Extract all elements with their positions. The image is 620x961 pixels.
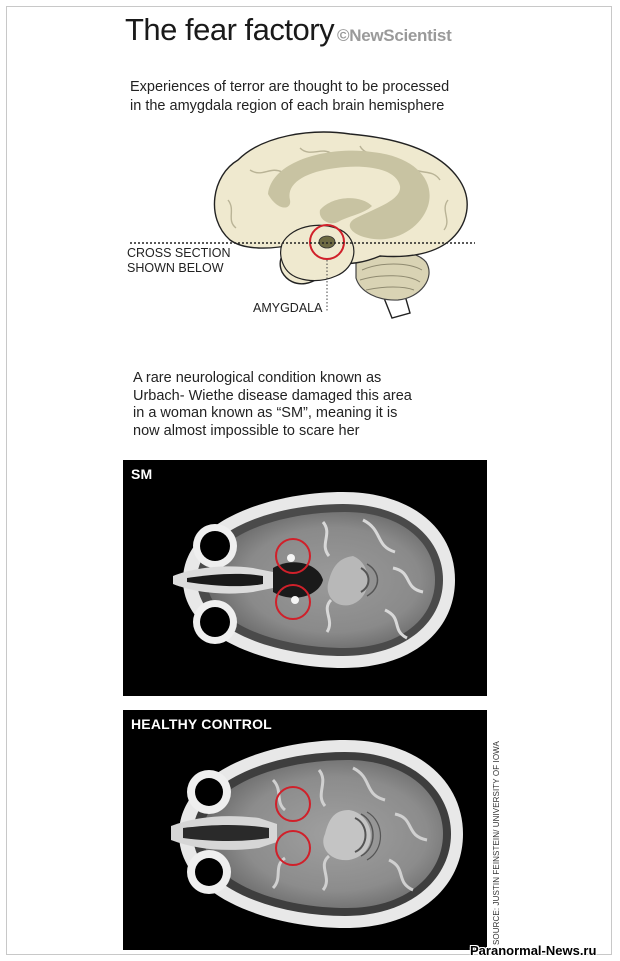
sm-scan-image	[173, 492, 455, 668]
graphic-frame	[6, 6, 612, 955]
source-credit: SOURCE: JUSTIN FEINSTEIN/ UNIVERSITY OF …	[492, 741, 501, 945]
temporal-lobe	[280, 224, 355, 282]
brain-diagram	[130, 131, 475, 319]
sm-left-amygdala-circle	[275, 538, 311, 574]
intro-text: Experiences of terror are thought to be …	[130, 79, 450, 114]
amygdala-highlight-circle	[309, 224, 345, 260]
sm-scan-label: SM	[131, 466, 153, 482]
site-watermark: Paranormal-News.ru	[470, 943, 597, 958]
control-scan-image	[171, 740, 463, 928]
control-scan-label: HEALTHY CONTROL	[131, 716, 272, 732]
condition-description: A rare neurological condition known as U…	[133, 370, 412, 439]
page-title: The fear factory	[125, 12, 335, 47]
brand-logo: ©NewScientist	[337, 26, 452, 45]
sm-right-amygdala-circle	[275, 584, 311, 620]
amygdala-label: AMYGDALA	[253, 301, 323, 315]
cross-section-label: CROSS SECTION SHOWN BELOW	[127, 246, 231, 275]
control-right-amygdala-circle	[275, 830, 311, 866]
amygdala	[318, 235, 336, 249]
healthy-control-mri-scan: HEALTHY CONTROL	[123, 710, 487, 950]
control-left-amygdala-circle	[275, 786, 311, 822]
corpus-callosum	[268, 150, 430, 240]
sm-mri-scan: SM	[123, 460, 487, 696]
brain-illustration	[213, 131, 468, 319]
